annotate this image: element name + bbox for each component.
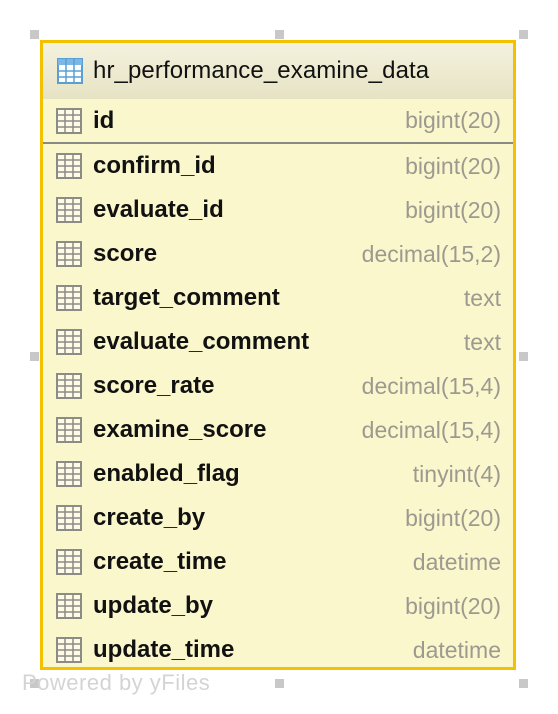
column-row[interactable]: update_by bigint(20) [43,584,513,628]
column-type: datetime [412,636,501,663]
column-type: datetime [412,548,501,575]
column-grid-icon [56,107,82,134]
column-name: score_rate [93,372,215,399]
column-type: text [463,328,501,355]
resize-handle-bottom-center[interactable] [275,679,284,688]
column-type: text [463,284,501,311]
column-name: update_by [93,592,214,619]
column-name: score [93,240,158,267]
column-name: confirm_id [93,152,216,179]
column-grid-icon [56,505,82,531]
column-type: bigint(20) [405,592,501,619]
yfiles-watermark: Powered by yFiles [22,670,211,695]
column-type: decimal(15,4) [361,416,501,443]
primary-key-row[interactable]: id bigint(20) [43,99,513,144]
column-row[interactable]: score_rate decimal(15,4) [43,364,513,408]
column-grid-icon [56,637,82,663]
column-name: create_by [93,504,206,531]
resize-handle-top-right[interactable] [519,30,528,39]
column-row[interactable]: examine_score decimal(15,4) [43,408,513,452]
table-node[interactable]: hr_performance_examine_data id bigint(20… [40,40,516,670]
column-name: target_comment [93,284,280,311]
column-type: bigint(20) [405,504,501,531]
resize-handle-middle-right[interactable] [519,352,528,361]
column-grid-icon [56,197,82,223]
column-row[interactable]: confirm_id bigint(20) [43,144,513,188]
column-type: bigint(20) [405,196,501,223]
column-type: decimal(15,4) [361,372,501,399]
column-name: enabled_flag [93,460,240,487]
column-grid-icon [56,417,82,443]
column-grid-icon [56,241,82,267]
column-grid-icon [56,549,82,575]
column-type: bigint(20) [405,107,501,133]
column-type: decimal(15,2) [361,240,501,267]
column-row[interactable]: evaluate_comment text [43,320,513,364]
column-grid-icon [56,153,82,179]
column-name: create_time [93,548,227,575]
column-grid-icon [56,329,82,355]
column-row[interactable]: create_time datetime [43,540,513,584]
resize-handle-middle-left[interactable] [30,352,39,361]
column-name: evaluate_comment [93,328,310,355]
column-name: examine_score [93,416,267,443]
resize-handle-bottom-right[interactable] [519,679,528,688]
resize-handle-top-left[interactable] [30,30,39,39]
column-row[interactable]: evaluate_id bigint(20) [43,188,513,232]
column-row[interactable]: update_time datetime [43,628,513,672]
table-title: hr_performance_examine_data [93,57,430,84]
column-grid-icon [56,373,82,399]
resize-handle-top-center[interactable] [275,30,284,39]
column-row[interactable]: target_comment text [43,276,513,320]
column-grid-icon [56,285,82,311]
column-row[interactable]: score decimal(15,2) [43,232,513,276]
column-row[interactable]: create_by bigint(20) [43,496,513,540]
column-name: update_time [93,636,235,663]
table-grid-icon [57,58,83,84]
table-header[interactable]: hr_performance_examine_data [43,43,513,99]
resize-handle-bottom-left[interactable] [30,679,39,688]
column-name: id [93,106,115,134]
column-row[interactable]: enabled_flag tinyint(4) [43,452,513,496]
column-type: bigint(20) [405,152,501,179]
column-grid-icon [56,461,82,487]
column-type: tinyint(4) [412,460,501,487]
column-grid-icon [56,593,82,619]
column-name: evaluate_id [93,196,224,223]
